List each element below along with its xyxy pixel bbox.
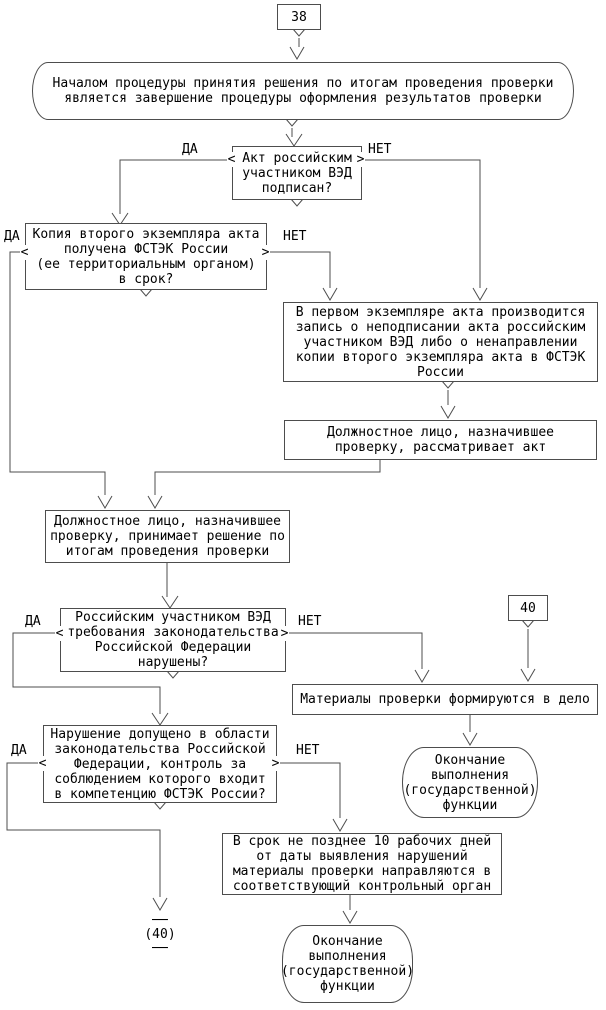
label-yes-copy-received: ДА: [4, 229, 20, 244]
wire-copy-no-to-record: [267, 251, 338, 301]
wire-materials-to-end1: [462, 715, 478, 746]
label-yes-legislation-violated: ДА: [25, 614, 41, 629]
node-record-nonsigning: В первом экземпляре акта производится за…: [283, 302, 598, 382]
node-decision-legislation-violated: Российским участником ВЭД требования зак…: [60, 608, 286, 672]
decision-port-right-icon: [271, 756, 280, 771]
node-deadline-send-materials: В срок не позднее 10 рабочих дней от дат…: [222, 833, 502, 895]
decision-port-left-icon: [20, 245, 29, 260]
wire-deadline-to-end2: [342, 895, 358, 924]
label-yes-act-signed: ДА: [182, 142, 198, 157]
node-official-reviews-act: Должностное лицо, назначившее проверку, …: [284, 420, 597, 460]
decision-port-right-icon: [356, 152, 365, 167]
connector-ref-38: 38: [277, 4, 321, 30]
node-materials-filed: Материалы проверки формируются в дело: [292, 684, 598, 715]
label-no-fstec-competence: НЕТ: [296, 743, 320, 758]
ref-dash-bottom: ──: [152, 941, 168, 956]
wire-copy-yes-to-decides: [9, 251, 113, 509]
label-no-legislation-violated: НЕТ: [298, 614, 322, 629]
decision-exit-notches: [139, 198, 304, 810]
decision-port-right-icon: [280, 626, 289, 641]
ref-dash-top: ──: [152, 913, 168, 928]
label-no-copy-received: НЕТ: [283, 229, 307, 244]
label-no-act-signed: НЕТ: [368, 142, 392, 157]
wire-ref40-to-materials: [520, 619, 536, 682]
wire-competence-yes-to-ref40: [6, 762, 168, 911]
wire-ref38-to-start: [289, 28, 306, 60]
wire-start-to-sign-decision: [285, 118, 303, 159]
wire-sign-no-to-record: [362, 159, 488, 301]
node-decision-copy-received: Копия второго экземпляра акта получена Ф…: [25, 223, 267, 290]
decision-port-right-icon: [261, 245, 270, 260]
label-yes-fstec-competence: ДА: [11, 743, 27, 758]
wire-competence-no-to-deadline: [277, 762, 348, 832]
node-end-terminator-1: Окончание выполнения (государственной) ф…: [402, 747, 538, 818]
decision-port-left-icon: [227, 152, 236, 167]
connector-ref-40: 40: [508, 595, 548, 621]
decision-port-left-icon: [55, 626, 64, 641]
ref-40-label: (40): [144, 927, 176, 942]
wire-violation-no-to-materials: [286, 632, 430, 683]
node-decision-act-signed: Акт российским участником ВЭД подписан?: [232, 146, 362, 200]
node-start-terminator: Началом процедуры принятия решения по ит…: [32, 62, 574, 120]
node-decision-fstec-competence: Нарушение допущено в области законодател…: [43, 725, 277, 803]
decision-port-left-icon: [38, 756, 47, 771]
wire-record-to-reviews: [440, 380, 456, 419]
wire-reviews-to-decides: [147, 460, 381, 509]
node-end-terminator-2: Окончание выполнения (государственной) ф…: [281, 925, 414, 1003]
node-official-makes-decision: Должностное лицо, назначившее проверку, …: [45, 510, 290, 563]
connector-ref-40-circle: ── (40) ──: [138, 914, 182, 956]
